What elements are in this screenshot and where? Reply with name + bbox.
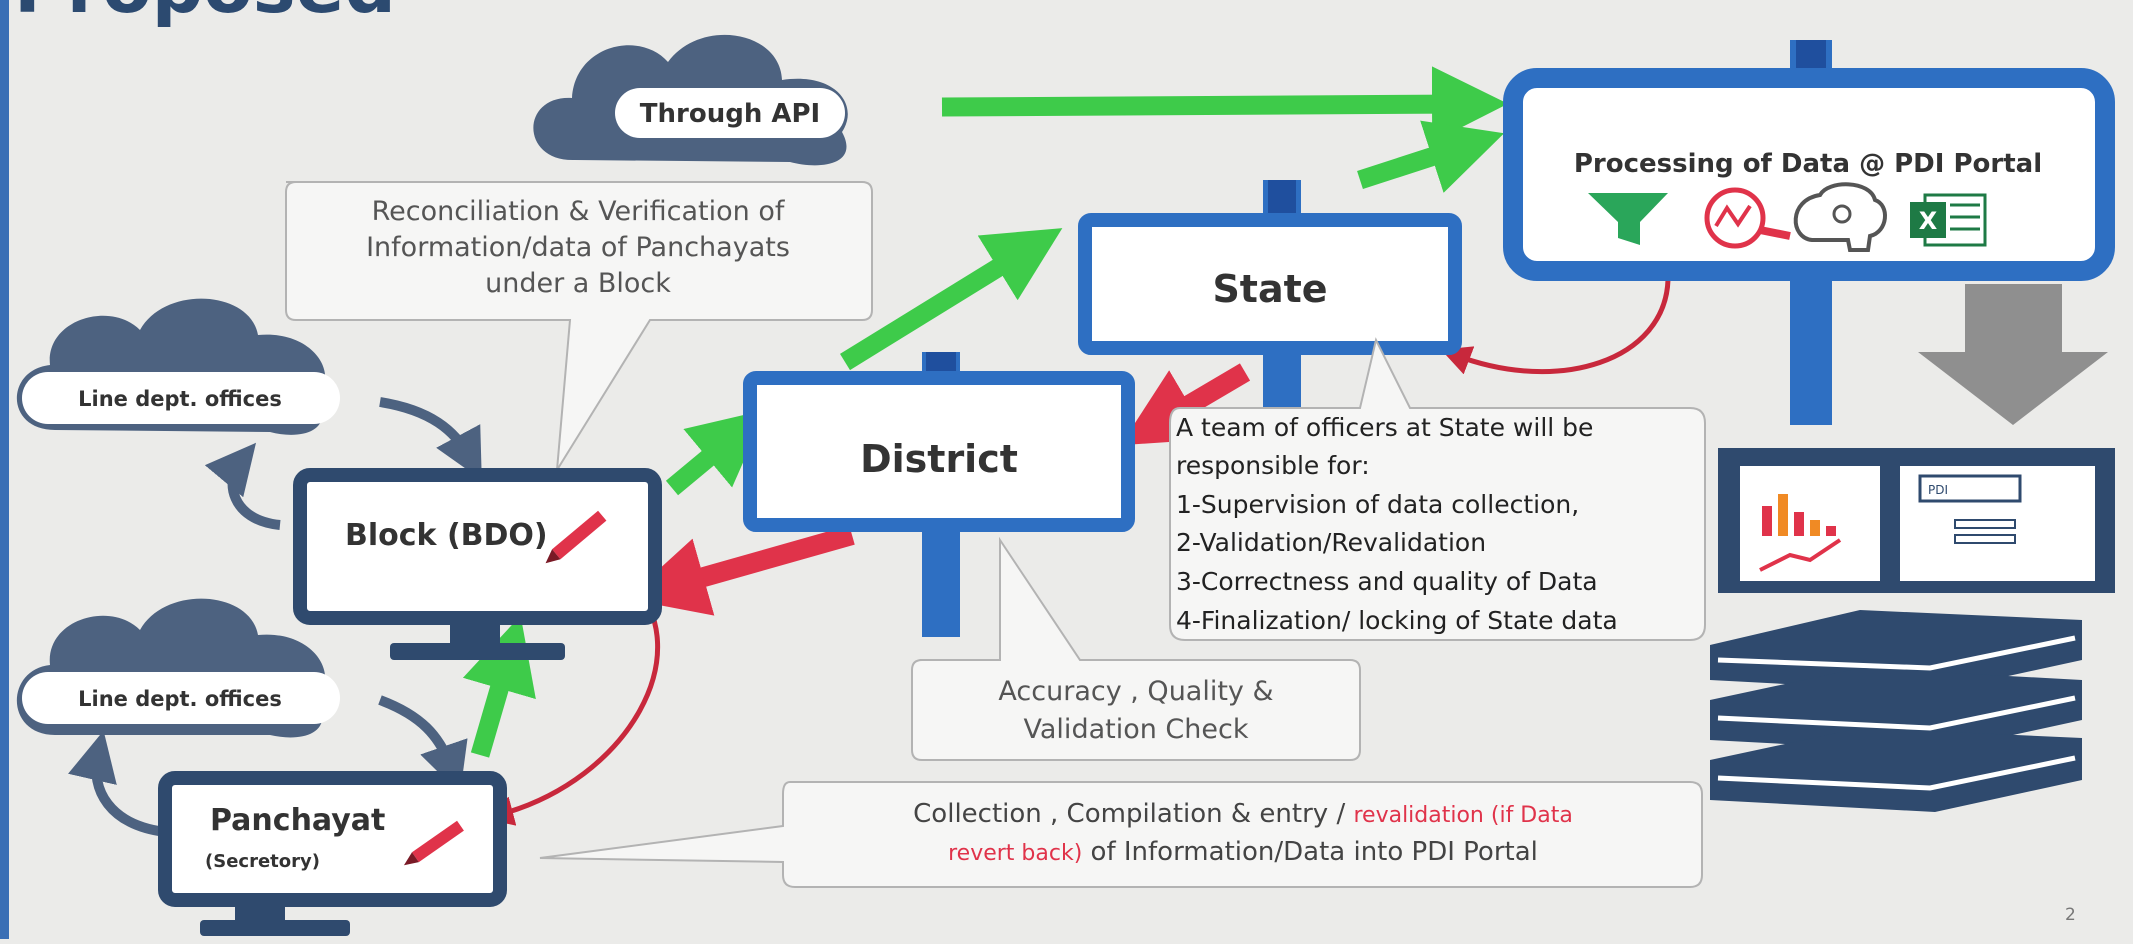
district-signpost-icon <box>743 352 1135 637</box>
arrow-district-to-state <box>840 228 1063 371</box>
collection-text-red-1: revalidation (if Data <box>1353 803 1572 828</box>
block-monitor-icon <box>293 468 662 660</box>
line-dept-label-1: Line dept. offices <box>78 387 282 411</box>
pencil-icon-block <box>545 510 607 564</box>
state-signpost-icon <box>1078 180 1462 435</box>
arrow-district-to-block <box>626 525 855 616</box>
district-label: District <box>860 437 1018 481</box>
brain-gear-icon <box>1793 182 1887 252</box>
callout-state-line-2: responsible for: <box>1176 451 1370 480</box>
callout-collection-line-2: revert back) of Information/Data into PD… <box>948 837 1538 867</box>
slide-left-border <box>0 0 9 939</box>
callout-state-line-6: 4-Finalization/ locking of State data <box>1176 606 1618 635</box>
callout-state-line-3: 1-Supervision of data collection, <box>1176 490 1579 519</box>
portal-label: Processing of Data @ PDI Portal <box>1574 149 2042 179</box>
state-label: State <box>1212 267 1327 311</box>
panchayat-sublabel: (Secretory) <box>205 851 320 872</box>
page-number: 2 <box>2065 905 2076 925</box>
svg-text:X: X <box>1919 207 1938 235</box>
collection-text-plain-1: Collection , Compilation & entry / <box>913 799 1353 829</box>
panchayat-monitor-icon <box>158 771 507 936</box>
line-dept-cloud-icon-1 <box>16 298 482 530</box>
down-arrow-icon <box>1918 284 2108 425</box>
callout-state-line-1: A team of officers at State will be <box>1176 413 1593 442</box>
collection-text-plain-2: of Information/Data into PDI Portal <box>1082 837 1538 867</box>
callout-state-line-5: 3-Correctness and quality of Data <box>1176 567 1598 596</box>
analytics-search-icon <box>1704 187 1791 249</box>
document-icon: PDI <box>1918 474 2022 544</box>
callout-state-line-4: 2-Validation/Revalidation <box>1176 528 1486 557</box>
pdi-doc-label: PDI <box>1928 483 1948 497</box>
books-stack-icon <box>1710 610 2082 812</box>
report-panel-icon <box>1718 448 2115 593</box>
block-label: Block (BDO) <box>345 518 548 553</box>
arrow-block-to-district <box>665 409 767 496</box>
slide-title: Proposed <box>14 0 396 29</box>
line-dept-cloud-icon-2 <box>16 598 468 837</box>
excel-icon: X <box>1910 193 1987 247</box>
callout-accuracy-line-2: Validation Check <box>1024 714 1249 745</box>
arrow-panchayat-to-block <box>462 615 536 758</box>
callout-collection-line-1: Collection , Compilation & entry / reval… <box>913 799 1573 829</box>
callout-state-team <box>1169 337 1706 641</box>
collection-text-red-2: revert back) <box>948 841 1082 866</box>
line-dept-label-2: Line dept. offices <box>78 687 282 711</box>
api-label: Through API <box>640 99 820 129</box>
callout-reconciliation-line-2: Information/data of Panchayats <box>366 232 790 263</box>
callout-collection <box>539 781 1703 888</box>
api-cloud-icon <box>533 34 848 166</box>
arrow-state-to-portal <box>1357 120 1505 193</box>
callout-reconciliation-line-3: under a Block <box>485 268 671 299</box>
panchayat-label: Panchayat <box>210 803 385 838</box>
callout-reconciliation-line-1: Reconciliation & Verification of <box>372 196 786 227</box>
bar-chart-icon <box>1759 494 1842 572</box>
callout-accuracy <box>911 536 1361 761</box>
pencil-icon-panchayat <box>403 820 464 866</box>
funnel-icon <box>1588 193 1668 245</box>
arrow-api-to-portal <box>941 66 1508 143</box>
arrow-portal-to-state <box>1440 279 1671 375</box>
callout-accuracy-line-1: Accuracy , Quality & <box>998 676 1273 707</box>
